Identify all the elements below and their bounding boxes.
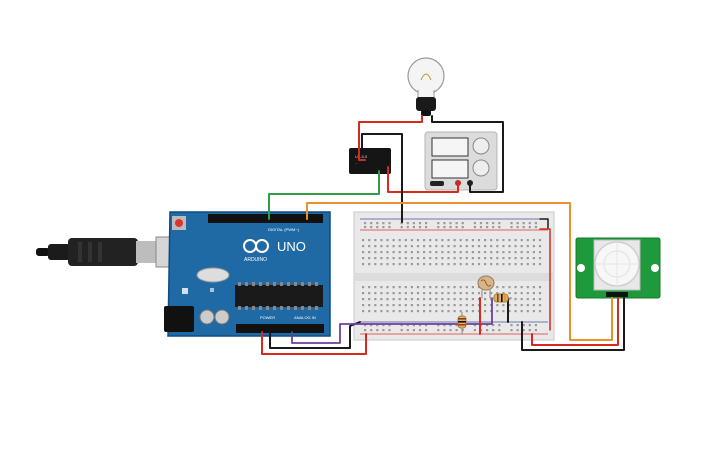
- wire-black[interactable]: [539, 218, 549, 229]
- analog-header-label: ANALOG IN: [294, 315, 316, 320]
- lightbulb[interactable]: [407, 57, 445, 116]
- relay-label: UL-5-5: [355, 154, 368, 159]
- pir-sensor[interactable]: [575, 237, 661, 299]
- relay-spec-text: ~: [355, 162, 357, 166]
- digital-header-label: DIGITAL (PWM~): [268, 227, 300, 232]
- wire-black[interactable]: [431, 115, 504, 193]
- relay[interactable]: UL-5-5 ~: [349, 148, 391, 174]
- wire-red[interactable]: [358, 115, 423, 161]
- wire-green[interactable]: [268, 170, 380, 220]
- power-header-label: POWER: [260, 315, 275, 320]
- resistor[interactable]: [457, 312, 467, 334]
- wire-purple[interactable]: [291, 297, 493, 344]
- arduino-board[interactable]: UNO ARDUINO DIGITAL (PWM~) POWER ANALOG …: [164, 211, 331, 337]
- wire-red[interactable]: [387, 166, 459, 193]
- wire-red[interactable]: [261, 331, 367, 355]
- power-switch[interactable]: [430, 181, 444, 186]
- arduino-logo-icon: [243, 239, 269, 253]
- breadboard[interactable]: [353, 211, 555, 341]
- photoresistor[interactable]: [477, 275, 495, 298]
- wire-red[interactable]: [531, 297, 619, 346]
- wire-red[interactable]: [539, 228, 551, 331]
- breadboard-holes[interactable]: [362, 222, 542, 332]
- arduino-logo-text: ARDUINO: [244, 257, 267, 263]
- wire-orange[interactable]: [306, 202, 613, 341]
- resistor[interactable]: [490, 293, 512, 303]
- wire-black[interactable]: [521, 297, 625, 351]
- power-supply[interactable]: [424, 131, 498, 191]
- wire-black[interactable]: [361, 133, 403, 223]
- wires[interactable]: [261, 115, 625, 355]
- arduino-uno-label: UNO: [277, 239, 306, 254]
